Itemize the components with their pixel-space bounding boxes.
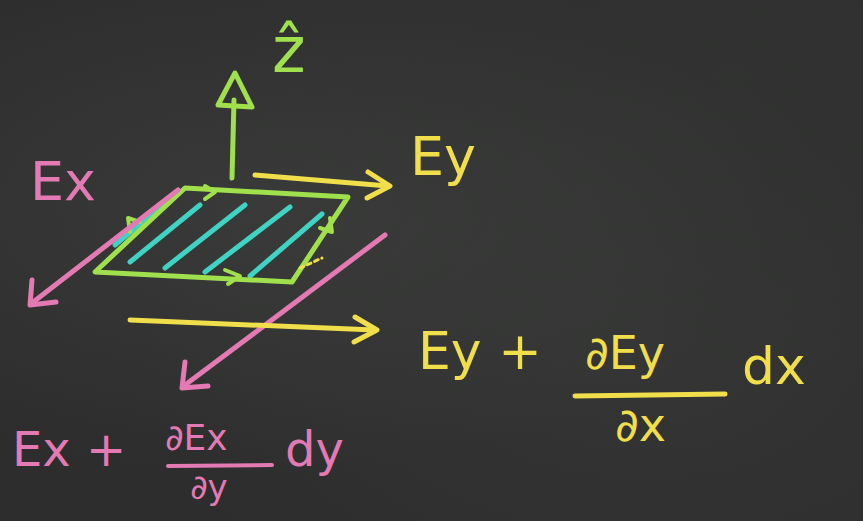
unit-vector-label: ẑ <box>272 18 306 82</box>
fraction-bar <box>575 394 725 396</box>
fraction-numerator: ∂Ex <box>165 420 228 456</box>
fraction-numerator: ∂Ey <box>585 330 665 376</box>
surface-element <box>95 188 348 282</box>
circulation-arrows <box>128 186 332 284</box>
dash-mark <box>300 258 322 268</box>
normal-vector <box>218 73 252 178</box>
field-expression: Ey + <box>418 325 542 377</box>
fraction-denominator: ∂x <box>615 402 666 448</box>
field-expression: Ex + <box>12 425 126 473</box>
field-label: Ey <box>410 130 476 184</box>
fraction-denominator: ∂y <box>190 470 228 504</box>
ex-arrows <box>30 190 385 388</box>
differential: dy <box>285 425 344 473</box>
field-label: Ex <box>30 155 96 209</box>
differential: dx <box>742 340 806 392</box>
ey-arrows <box>130 172 390 342</box>
fraction-bar <box>168 465 272 466</box>
